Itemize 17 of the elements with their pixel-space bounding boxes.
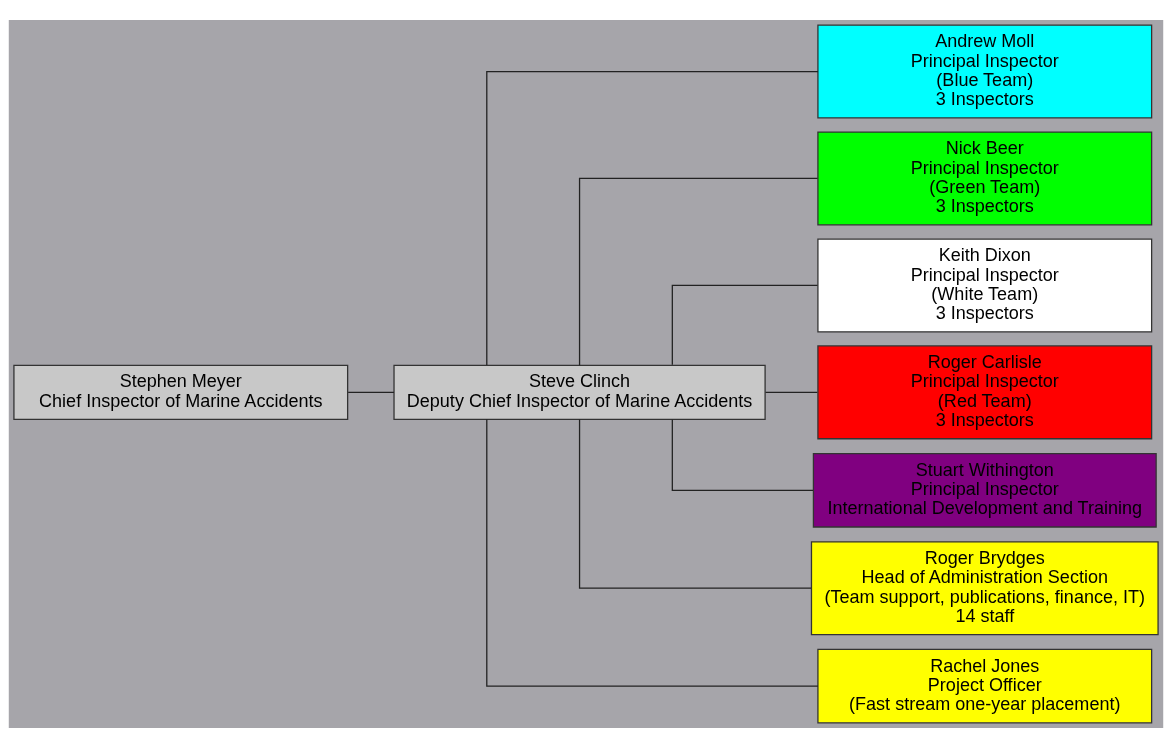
node-box: Roger Brydges Head of Administration Section (Team support, publications, finance, IT) 14 staff (810, 540, 1159, 635)
node-box: Steve Clinch Deputy Chief Inspector of Marine Accidents (393, 364, 766, 420)
connector (347, 391, 395, 393)
connector (486, 418, 819, 687)
node-box: Roger Carlisle Principal Inspector (Red Team) 3 Inspectors (817, 344, 1153, 439)
node-box: Stephen Meyer Chief Inspector of Marine Accidents (13, 364, 349, 420)
node-box: Andrew Moll Principal Inspector (Blue Team) 3 Inspectors (817, 24, 1153, 119)
node-box: Stuart Withington Principal Inspector International Development and Training (812, 452, 1157, 528)
connector (486, 70, 819, 366)
node-box: Nick Beer Principal Inspector (Green Team) 3 Inspectors (817, 130, 1153, 225)
connector (671, 284, 819, 365)
node-box: Rachel Jones Project Officer (Fast stream one-year placement) (817, 648, 1153, 723)
connector (764, 391, 818, 393)
connector (578, 418, 812, 589)
node-box: Keith Dixon Principal Inspector (White Team) 3 Inspectors (817, 237, 1153, 332)
connector (578, 177, 819, 366)
connector (671, 418, 814, 491)
